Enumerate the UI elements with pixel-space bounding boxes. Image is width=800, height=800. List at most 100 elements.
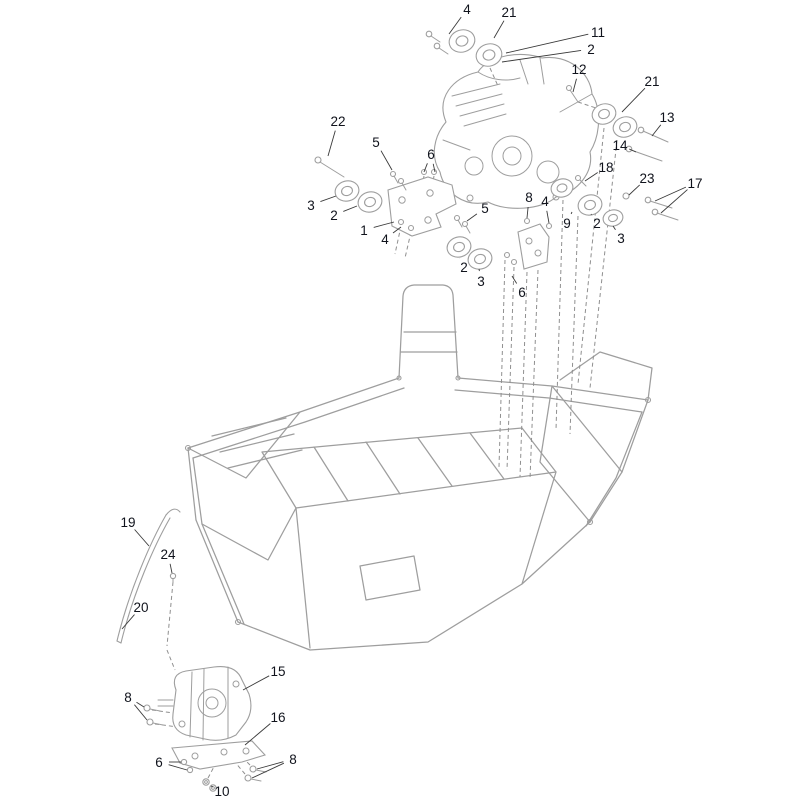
- washer: [622, 192, 630, 200]
- mount-bushing: [602, 209, 624, 227]
- callout-leader-line: [660, 189, 688, 214]
- engine-mount-ear: [466, 194, 474, 202]
- callout-12: 12: [571, 62, 587, 93]
- bolt: [244, 774, 262, 782]
- callout-8: 8: [525, 190, 533, 219]
- mount-bushing: [467, 248, 493, 270]
- callout-label: 3: [477, 274, 485, 289]
- callout-6: 6: [511, 275, 526, 300]
- bolt: [651, 208, 679, 221]
- callout-leader-line: [511, 275, 518, 284]
- bolt: [510, 258, 518, 266]
- callout-13: 13: [651, 110, 675, 137]
- callout-23: 23: [628, 171, 655, 196]
- bolt: [545, 222, 553, 230]
- callout-leader-line: [210, 785, 214, 788]
- bolt: [453, 214, 463, 228]
- callout-10: 10: [210, 784, 230, 799]
- callout-leader-line: [423, 163, 428, 173]
- callout-label: 24: [160, 547, 176, 562]
- callout-leader-line: [570, 211, 573, 215]
- callout-label: 2: [330, 208, 338, 223]
- engine-mount-right-group: [565, 84, 669, 162]
- callout-2: 2: [590, 213, 601, 231]
- callout-leader-line: [136, 701, 145, 708]
- callout-21: 21: [493, 5, 517, 39]
- callout-label: 23: [639, 171, 654, 186]
- bolt: [249, 765, 267, 773]
- callout-label: 2: [460, 260, 468, 275]
- callout-8: 8: [124, 690, 148, 721]
- callout-leader-line: [373, 221, 395, 228]
- bolt: [397, 177, 407, 191]
- bolt: [397, 218, 405, 226]
- gearcase-hardware: [143, 704, 267, 792]
- callout-label: 16: [270, 710, 285, 725]
- bolt: [430, 168, 438, 176]
- front-mount-group: [314, 156, 518, 270]
- callout-label: 6: [427, 147, 435, 162]
- callout-15: 15: [242, 664, 286, 691]
- callout-label: 21: [501, 5, 516, 20]
- callout-leader-line: [242, 675, 270, 691]
- stud: [574, 174, 587, 187]
- callout-3: 3: [307, 195, 337, 213]
- callout-1: 1: [360, 221, 395, 238]
- callout-label: 19: [120, 515, 135, 530]
- callout-20: 20: [121, 600, 149, 630]
- mount-bushing: [550, 178, 574, 198]
- callout-leader-line: [526, 206, 529, 219]
- gearcase: [157, 665, 252, 741]
- bolt: [503, 251, 511, 259]
- callout-label: 6: [155, 755, 163, 770]
- bolt: [143, 704, 161, 712]
- callout-3: 3: [477, 268, 485, 289]
- callout-leader-line: [651, 124, 662, 137]
- callout-4: 4: [381, 226, 402, 247]
- callout-leader-line: [392, 226, 402, 234]
- bolt: [407, 224, 415, 232]
- callout-11: 11: [505, 25, 605, 54]
- roll-hoop: [398, 284, 459, 379]
- callout-leader-line: [448, 16, 462, 35]
- callout-4: 4: [541, 194, 550, 224]
- callout-leader-line: [134, 704, 148, 721]
- bolt: [523, 217, 531, 225]
- callout-leader-line: [244, 723, 271, 746]
- callout-leader-line: [432, 163, 436, 173]
- callout-leader-line: [572, 78, 577, 93]
- callout-label: 17: [687, 176, 702, 191]
- callout-label: 5: [481, 201, 489, 216]
- callout-label: 3: [307, 198, 315, 213]
- callout-6: 6: [423, 147, 436, 173]
- callout-19: 19: [120, 515, 150, 547]
- callout-leader-line: [168, 764, 188, 771]
- callout-14: 14: [612, 138, 637, 153]
- callout-label: 18: [598, 160, 613, 175]
- callout-label: 22: [330, 114, 345, 129]
- mount-bushing: [591, 103, 617, 125]
- callout-leader-line: [654, 186, 687, 202]
- callout-leader-line: [320, 195, 337, 203]
- callout-label: 4: [381, 232, 389, 247]
- callout-label: 11: [591, 25, 605, 40]
- callout-leader-line: [380, 150, 393, 171]
- mount-bushing: [446, 236, 472, 258]
- callout-label: 13: [659, 110, 674, 125]
- callout-leader-line: [628, 184, 641, 196]
- callout-label: 4: [541, 194, 549, 209]
- callout-2: 2: [330, 205, 358, 223]
- callout-label: 9: [563, 216, 571, 231]
- callout-leader-line: [343, 205, 358, 212]
- callout-leader-line: [501, 49, 582, 63]
- engine-mount-bracket: [387, 176, 457, 237]
- bolt: [186, 766, 194, 774]
- bolt: [461, 220, 471, 234]
- mount-bracket: [517, 223, 550, 270]
- bolt: [425, 30, 441, 43]
- callout-label: 3: [617, 231, 625, 246]
- callout-leader-line: [466, 213, 478, 222]
